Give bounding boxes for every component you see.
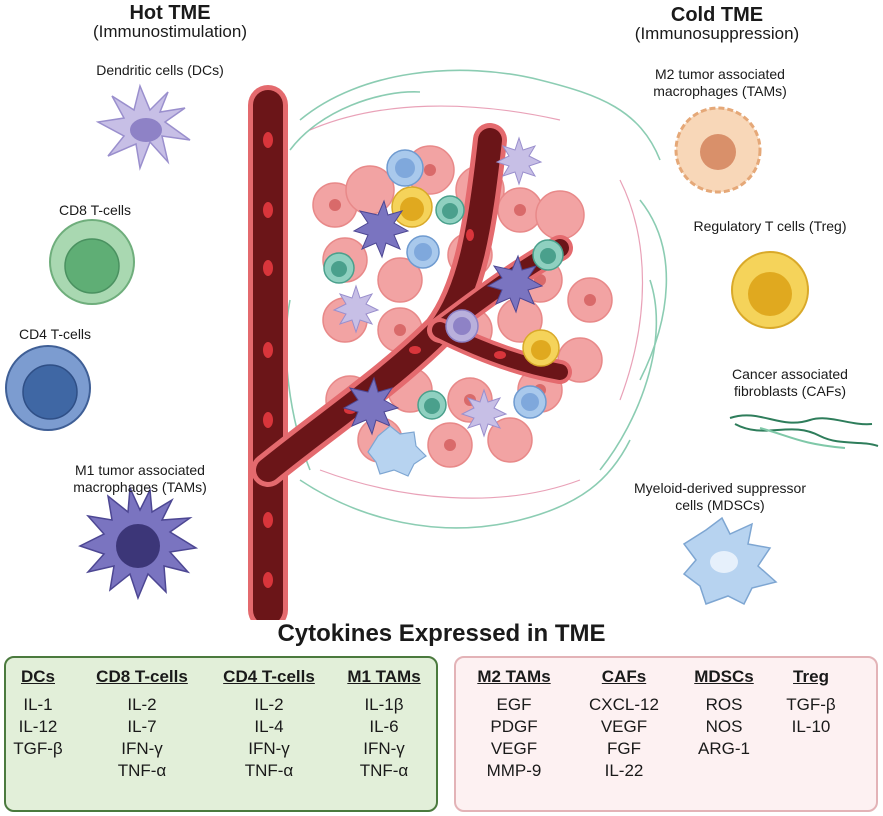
cytokine-column-cafs: CAFs CXCL-12 VEGF FGF IL-22: [576, 666, 672, 782]
column-header: CAFs: [601, 667, 647, 686]
mdsc-icon: [682, 516, 778, 606]
label-treg: Regulatory T cells (Treg): [693, 218, 847, 234]
hot-tme-title: Hot TME: [129, 2, 211, 24]
label-m1-tams-line1: M1 tumor associated: [75, 462, 205, 478]
column-header: M2 TAMs: [477, 667, 551, 686]
cytokine-list: EGF PDGF VEGF MMP-9: [464, 694, 564, 782]
label-cafs-line2: fibroblasts (CAFs): [733, 383, 847, 399]
cytokine-list: TGF-β IL-10: [774, 694, 848, 738]
cytokine-item: IFN-γ: [248, 739, 290, 758]
caf-icon: [729, 414, 879, 449]
label-mdscs-line1: Myeloid-derived suppressor: [634, 480, 806, 496]
cytokine-item: IL-12: [18, 717, 58, 736]
cytokine-item: IL-1: [23, 695, 53, 714]
cytokine-list: IL-2 IL-7 IFN-γ TNF-α: [84, 694, 200, 782]
cytokine-item: EGF: [496, 695, 532, 714]
cytokine-item: IL-4: [254, 717, 284, 736]
cd8-t-cell-icon: [49, 219, 135, 305]
cytokine-item: IL-10: [791, 717, 831, 736]
cytokine-list: ROS NOS ARG-1: [682, 694, 766, 760]
cytokine-column-m2: M2 TAMs EGF PDGF VEGF MMP-9: [464, 666, 564, 782]
cytokine-column-cd8: CD8 T-cells IL-2 IL-7 IFN-γ TNF-α: [84, 666, 200, 782]
cytokine-list: IL-1 IL-12 TGF-β: [10, 694, 66, 760]
label-cd8-t-cells: CD8 T-cells: [58, 202, 132, 218]
cytokine-item: TNF-α: [117, 761, 167, 780]
cytokine-item: PDGF: [490, 717, 538, 736]
cytokine-column-treg: Treg TGF-β IL-10: [774, 666, 848, 738]
cytokine-list: CXCL-12 VEGF FGF IL-22: [576, 694, 672, 782]
cytokine-item: TGF-β: [13, 739, 63, 758]
cytokine-item: FGF: [607, 739, 641, 758]
m2-macrophage-icon: [674, 106, 762, 194]
cytokine-list: IL-2 IL-4 IFN-γ TNF-α: [210, 694, 328, 782]
column-header: DCs: [20, 667, 55, 686]
cytokine-item: TNF-α: [359, 761, 409, 780]
column-header: Treg: [793, 667, 829, 686]
label-mdscs-line2: cells (MDSCs): [675, 497, 765, 513]
cytokine-column-m1: M1 TAMs IL-1β IL-6 IFN-γ TNF-α: [336, 666, 432, 782]
cytokine-item: IL-1β: [364, 695, 404, 714]
label-dendritic-cells: Dendritic cells (DCs): [96, 62, 224, 78]
cytokine-item: TGF-β: [786, 695, 836, 714]
label-m1-tams-line2: macrophages (TAMs): [73, 479, 207, 495]
tme-illustration: [5, 69, 879, 620]
cytokine-item: ARG-1: [698, 739, 750, 758]
cytokine-item: IFN-γ: [121, 739, 163, 758]
cytokine-item: IL-22: [604, 761, 644, 780]
column-header: CD4 T-cells: [223, 667, 315, 686]
label-cd4-t-cells: CD4 T-cells: [18, 326, 92, 342]
column-header: M1 TAMs: [347, 667, 421, 686]
cytokine-item: VEGF: [600, 717, 648, 736]
cytokine-column-dcs: DCs IL-1 IL-12 TGF-β: [10, 666, 66, 760]
column-header: CD8 T-cells: [96, 667, 188, 686]
cytokine-list: IL-1β IL-6 IFN-γ TNF-α: [336, 694, 432, 782]
cytokine-item: CXCL-12: [589, 695, 659, 714]
cytokine-item: MMP-9: [486, 761, 542, 780]
cytokine-item: NOS: [705, 717, 743, 736]
cytokine-item: VEGF: [490, 739, 538, 758]
treg-cell-icon: [731, 251, 809, 329]
label-m2-tams-line1: M2 tumor associated: [655, 66, 785, 82]
cytokine-item: TNF-α: [244, 761, 294, 780]
label-m2-tams-line2: macrophages (TAMs): [653, 83, 787, 99]
column-header: MDSCs: [694, 667, 754, 686]
cytokine-column-mdscs: MDSCs ROS NOS ARG-1: [682, 666, 766, 760]
dendritic-cell-icon: [95, 83, 191, 171]
cytokine-item: IL-2: [127, 695, 157, 714]
cold-cytokine-panel: M2 TAMs EGF PDGF VEGF MMP-9 CAFs CXCL-12…: [454, 656, 878, 812]
m1-macrophage-icon: [78, 485, 199, 601]
cytokine-item: ROS: [705, 695, 743, 714]
hot-cytokine-panel: DCs IL-1 IL-12 TGF-β CD8 T-cells IL-2 IL…: [4, 656, 438, 812]
cd4-t-cell-icon: [5, 345, 91, 431]
cytokine-item: IFN-γ: [363, 739, 405, 758]
cytokine-column-cd4: CD4 T-cells IL-2 IL-4 IFN-γ TNF-α: [210, 666, 328, 782]
cold-tme-subtitle: (Immunosuppression): [634, 24, 800, 43]
cold-tme-title: Cold TME: [670, 4, 764, 26]
cytokine-item: IL-2: [254, 695, 284, 714]
tumor-microenvironment: [248, 69, 668, 620]
cytokines-title: Cytokines Expressed in TME: [277, 620, 606, 647]
cytokine-item: IL-7: [127, 717, 157, 736]
cytokine-item: IL-6: [369, 717, 399, 736]
hot-tme-subtitle: (Immunostimulation): [93, 22, 247, 41]
label-cafs-line1: Cancer associated: [732, 366, 848, 382]
